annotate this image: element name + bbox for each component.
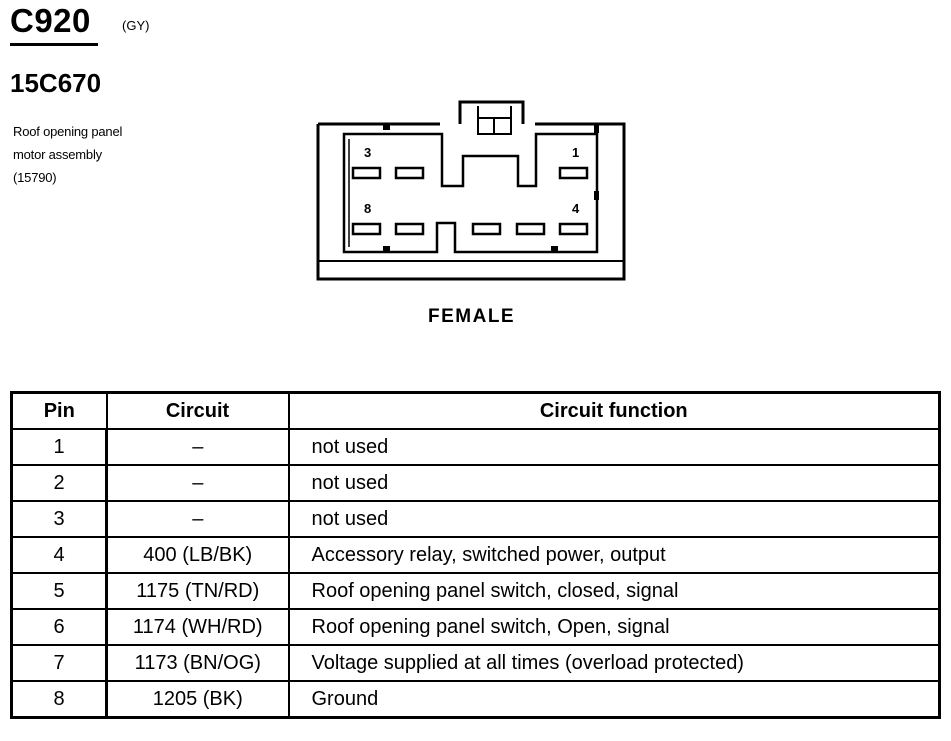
- pin-cell: 4: [10, 536, 108, 574]
- circuit-cell: 1175 (TN/RD): [105, 572, 290, 610]
- connector-id: C920: [10, 2, 91, 39]
- circuit-function-cell: not used: [287, 464, 941, 502]
- housing-notch: [594, 191, 599, 200]
- pin-cell: 3: [10, 500, 108, 538]
- pin-cell: 2: [10, 464, 108, 502]
- connector-color-code: (GY): [122, 18, 150, 33]
- pin-cavity-8: [351, 222, 382, 236]
- pin-cell: 5: [10, 572, 108, 610]
- circuit-function-cell: Roof opening panel switch, Open, signal: [287, 608, 941, 646]
- circuit-cell: 400 (LB/BK): [105, 536, 290, 574]
- cavity-label-3: 3: [364, 145, 371, 160]
- circuit-function-cell: Accessory relay, switched power, output: [287, 536, 941, 574]
- circuit-function-cell: not used: [287, 500, 941, 538]
- cavity-label-1: 1: [572, 145, 579, 160]
- pin-cavity-2: [394, 166, 425, 180]
- pin-cell: 8: [10, 680, 108, 719]
- circuit-function-cell: Ground: [287, 680, 941, 719]
- pin-cavity-4: [558, 222, 589, 236]
- pin-cell: 6: [10, 608, 108, 646]
- circuit-function-cell: Voltage supplied at all times (overload …: [287, 644, 941, 682]
- column-header-circuit: Circuit: [105, 391, 290, 430]
- pin-cell: 7: [10, 644, 108, 682]
- table-header-row: Pin Circuit Circuit function: [10, 391, 941, 430]
- component-description-line: (15790): [13, 170, 57, 185]
- housing-notch: [551, 246, 558, 252]
- component-description-line: Roof opening panel: [13, 124, 123, 139]
- circuit-cell: 1173 (BN/OG): [105, 644, 290, 682]
- housing-notch: [383, 124, 390, 130]
- pin-cavity-3: [351, 166, 382, 180]
- circuit-cell: 1174 (WH/RD): [105, 608, 290, 646]
- circuit-function-cell: Roof opening panel switch, closed, signa…: [287, 572, 941, 610]
- column-header-circuit-function: Circuit function: [287, 391, 941, 430]
- circuit-function-cell: not used: [287, 428, 941, 466]
- cavity-area-outline: [342, 132, 599, 254]
- connector-view-label: FEMALE: [428, 306, 516, 327]
- housing-notch: [594, 124, 599, 133]
- cavity-label-8: 8: [364, 201, 371, 216]
- table-row: 3–not used: [10, 500, 941, 538]
- circuit-cell: –: [105, 500, 290, 538]
- pin-cell: 1: [10, 428, 108, 466]
- table-row: 2–not used: [10, 464, 941, 502]
- housing-notch: [383, 246, 390, 252]
- pin-cavity-5: [515, 222, 546, 236]
- latch-tab: [458, 100, 525, 124]
- connector-id-underline: [10, 43, 98, 46]
- circuit-cell: –: [105, 464, 290, 502]
- component-description-line: motor assembly: [13, 147, 102, 162]
- pin-cavity-6: [471, 222, 502, 236]
- column-header-pin: Pin: [10, 391, 108, 430]
- circuit-cell: –: [105, 428, 290, 466]
- pin-cavity-7: [394, 222, 425, 236]
- table-row: 1–not used: [10, 428, 941, 466]
- circuit-cell: 1205 (BK): [105, 680, 290, 719]
- cavity-label-4: 4: [572, 201, 580, 216]
- pin-cavity-1: [558, 166, 589, 180]
- part-number: 15C670: [10, 68, 102, 98]
- connector-face-diagram: 3 1 8 4: [316, 100, 626, 281]
